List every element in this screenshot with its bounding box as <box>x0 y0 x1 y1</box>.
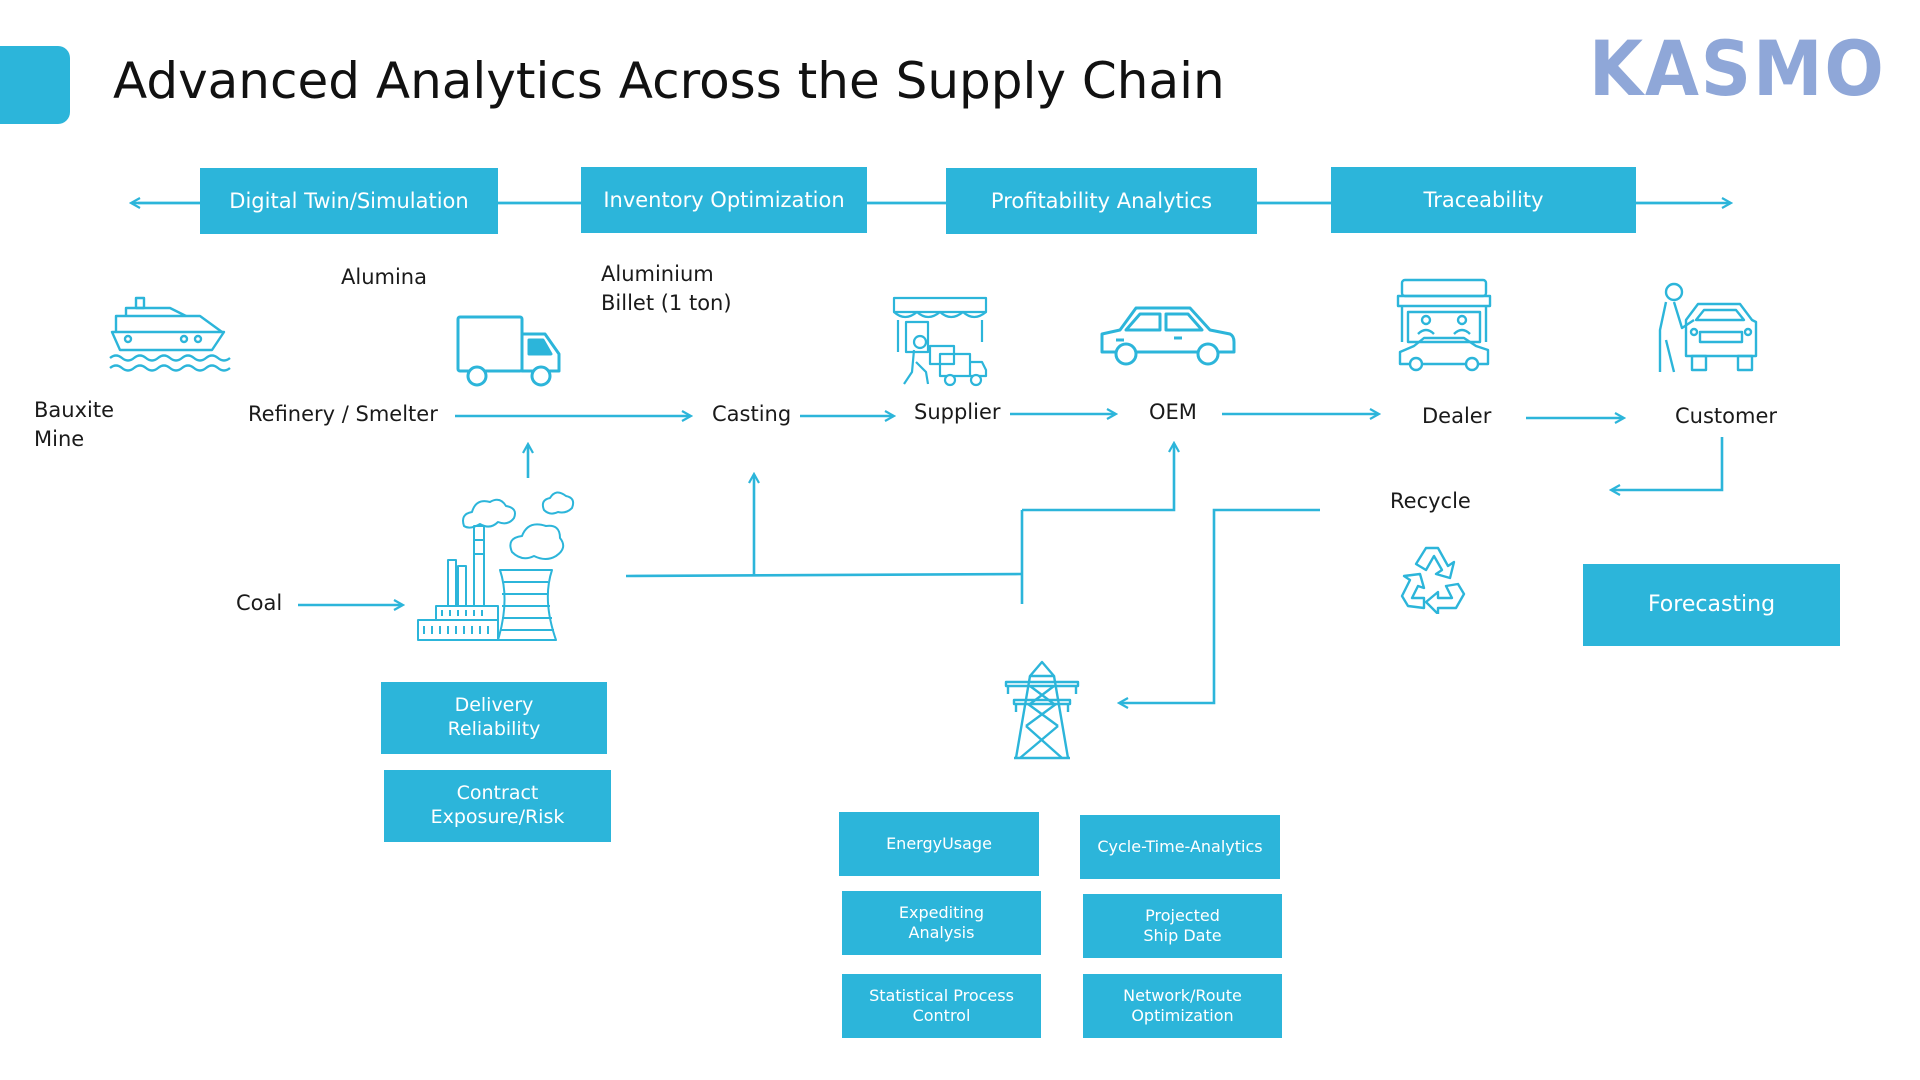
projected-ship-date-box: Projected Ship Date <box>1083 894 1282 958</box>
customer-label: Customer <box>1675 404 1778 428</box>
energy-usage-box: EnergyUsage <box>839 812 1039 876</box>
inventory-optimization-box: Inventory Optimization <box>581 167 867 233</box>
traceability-box: Traceability <box>1331 167 1636 233</box>
power-tower-icon <box>1004 660 1080 760</box>
factory-icon <box>417 491 575 641</box>
bauxite-mine-label: Bauxite Mine <box>34 398 115 452</box>
expediting-analysis-box: Expediting Analysis <box>842 891 1041 955</box>
contract-exposure-box: Contract Exposure/Risk <box>384 770 611 842</box>
shop-delivery-icon <box>892 296 988 387</box>
alumina-label: Alumina <box>341 265 427 289</box>
customer-car-icon <box>1658 282 1758 373</box>
arrow-to-oem <box>1022 444 1174 512</box>
recycle-label: Recycle <box>1390 489 1471 513</box>
corner-accent <box>0 46 70 124</box>
ship-icon <box>109 296 231 372</box>
delivery-reliability-box: Delivery Reliability <box>381 682 607 754</box>
dealership-icon <box>1396 278 1492 372</box>
cycle-time-analytics-box: Cycle-Time-Analytics <box>1080 815 1280 879</box>
kasmo-logo: KASMO <box>1589 24 1886 113</box>
refinery-smelter-label: Refinery / Smelter <box>248 402 438 426</box>
arrow-to-tower <box>1120 508 1320 703</box>
statistical-process-control-box: Statistical Process Control <box>842 974 1041 1038</box>
aluminium-billet-label: Aluminium Billet (1 ton) <box>601 262 732 316</box>
coal-label: Coal <box>236 591 283 615</box>
dealer-label: Dealer <box>1422 404 1492 428</box>
forecasting-box: Forecasting <box>1583 564 1840 646</box>
page-title: Advanced Analytics Across the Supply Cha… <box>113 52 1225 110</box>
profitability-analytics-box: Profitability Analytics <box>946 168 1257 234</box>
digital-twin-box: Digital Twin/Simulation <box>200 168 498 234</box>
line-factory-out <box>625 572 1023 578</box>
arrow-customer-return <box>1612 437 1724 490</box>
network-route-optimization-box: Network/Route Optimization <box>1083 974 1282 1038</box>
supplier-label: Supplier <box>914 400 1001 424</box>
truck-icon <box>456 315 561 387</box>
car-icon <box>1100 306 1236 366</box>
recycle-icon <box>1400 546 1466 614</box>
casting-label: Casting <box>712 402 792 426</box>
oem-label: OEM <box>1149 400 1197 424</box>
